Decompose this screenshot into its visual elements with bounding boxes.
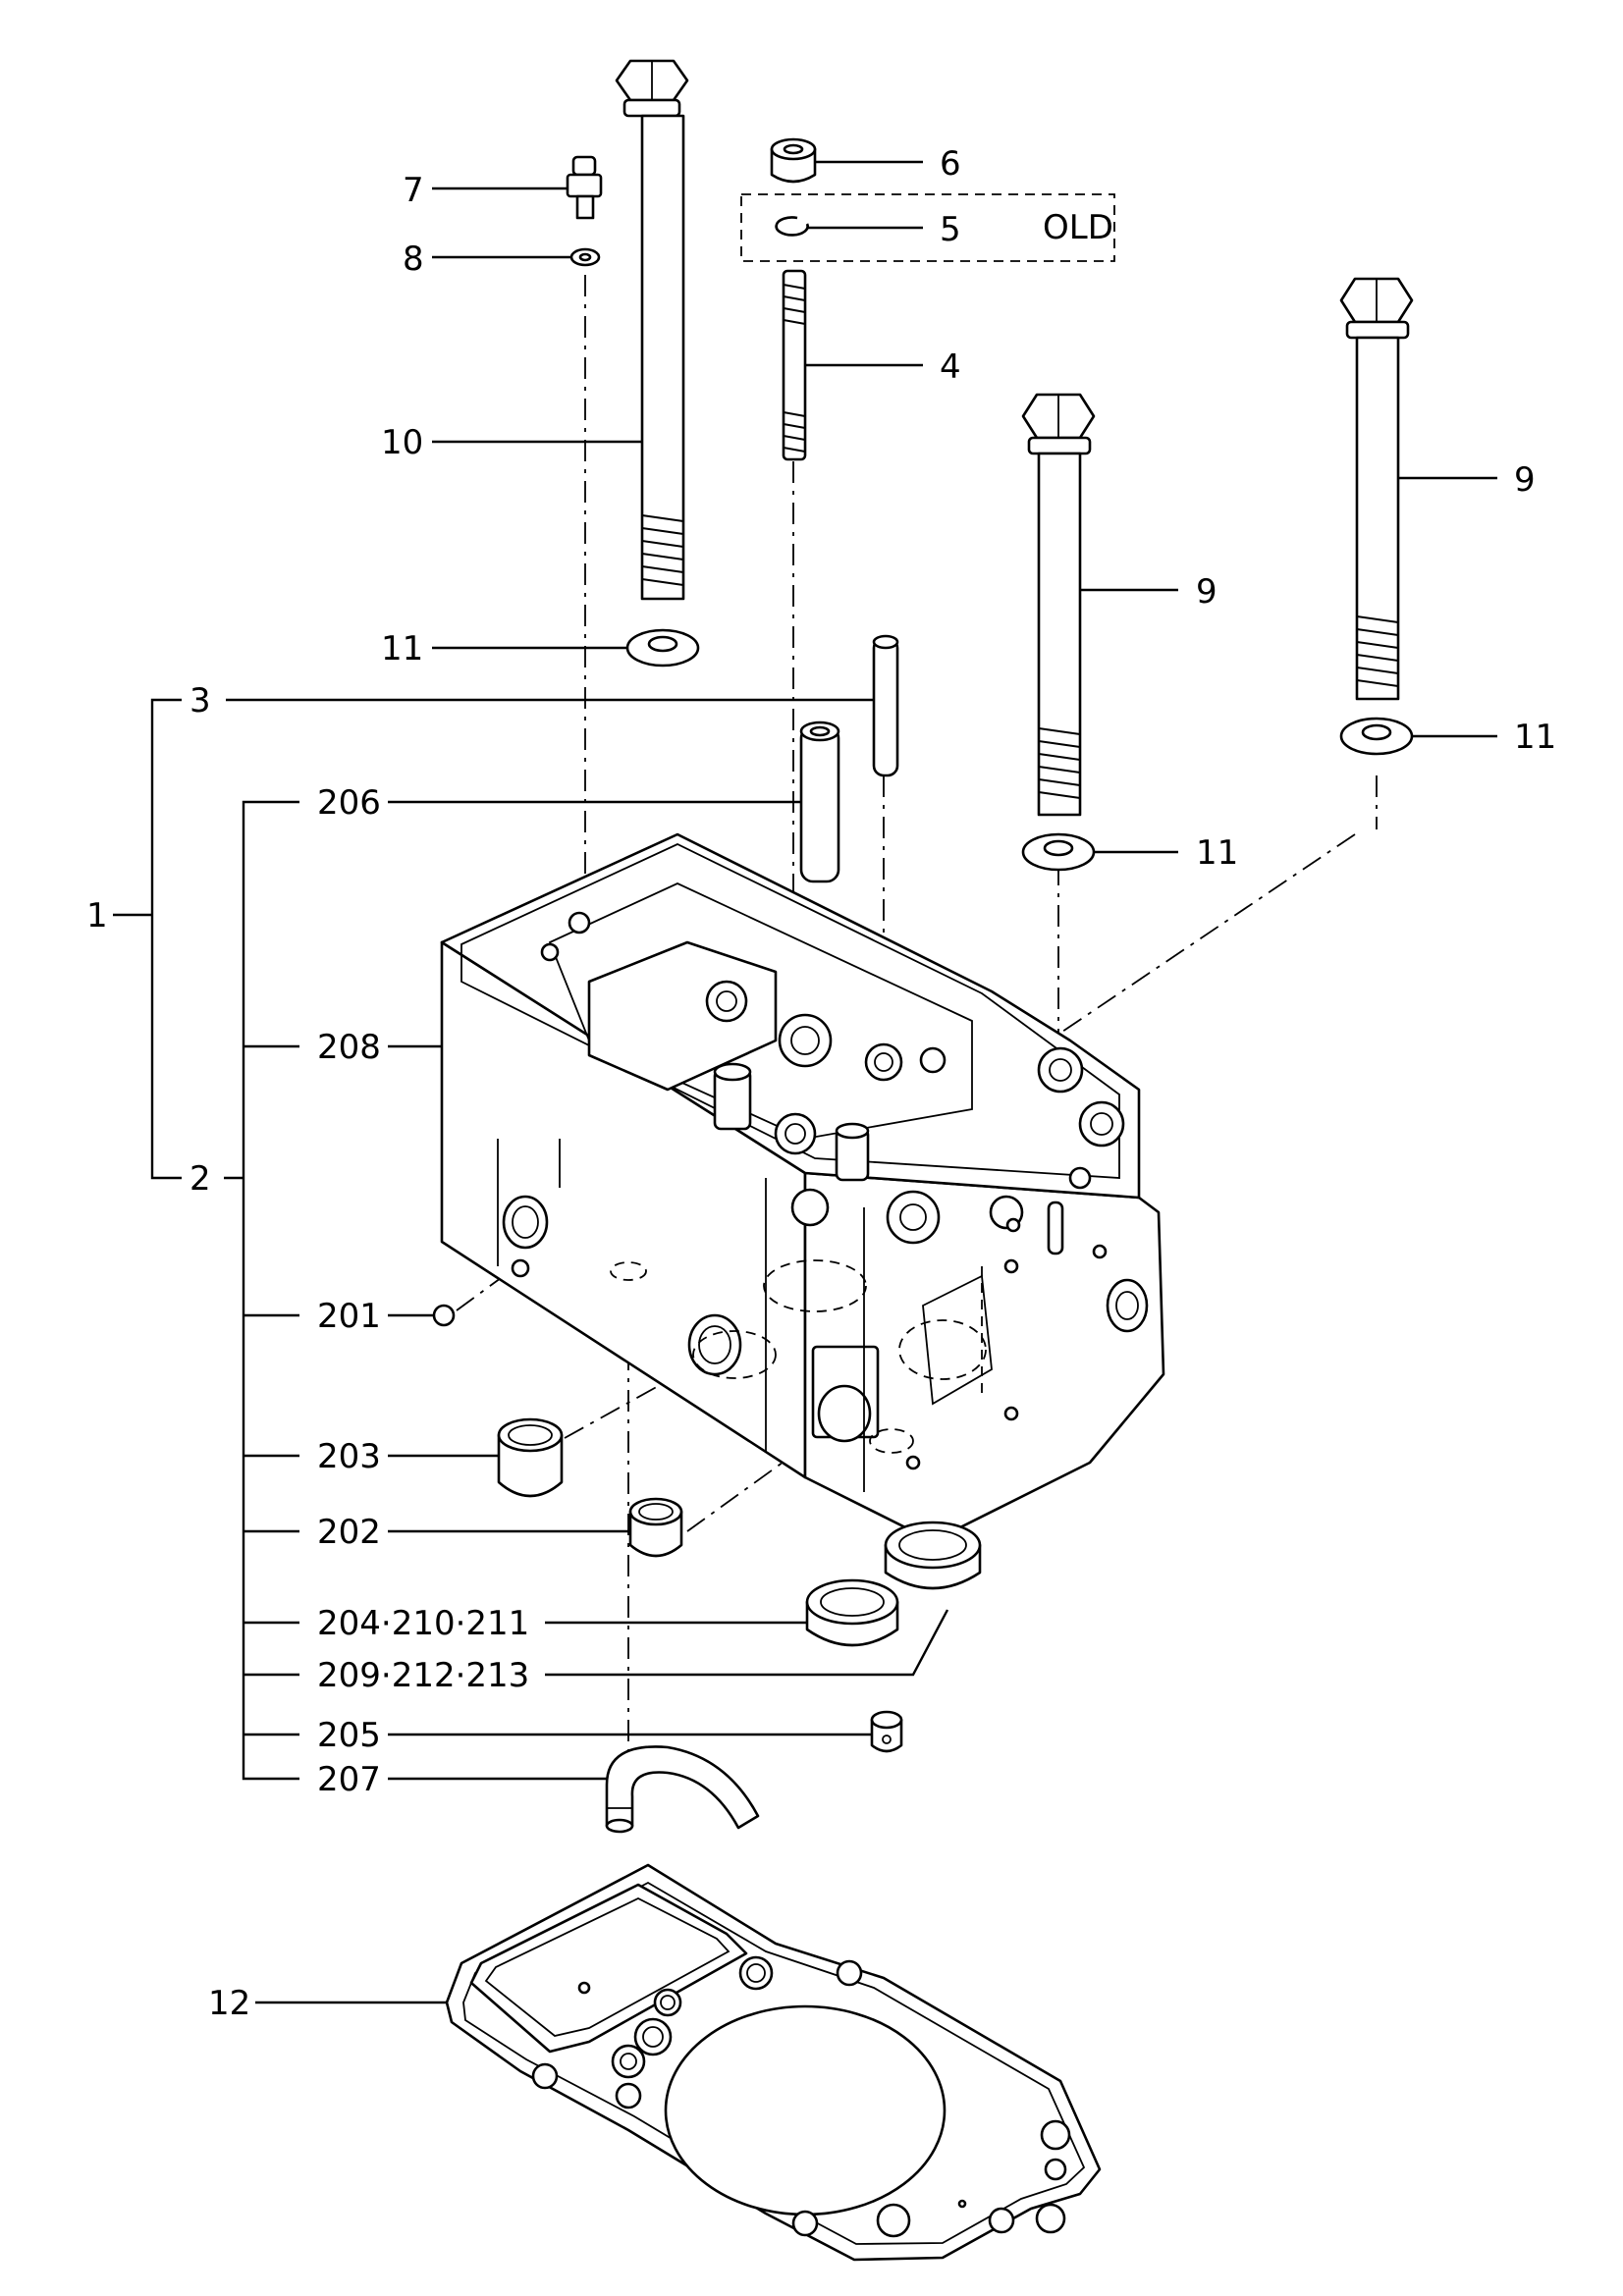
group-bracket-1 [113,698,182,1180]
washer-11-right [1339,717,1414,756]
sleeve-202 [628,1497,683,1558]
insert-205 [870,1710,903,1753]
label-206: 206 [317,783,381,823]
fitting-7 [566,155,603,220]
cylinder-head-208 [440,832,1165,1543]
label-3: 3 [189,681,211,721]
bolt-9-middle [1021,393,1096,817]
label-9-right: 9 [1514,460,1536,500]
label-11-right: 11 [1514,718,1556,757]
label-5: 5 [940,210,961,249]
label-208: 208 [317,1028,381,1067]
label-201: 201 [317,1297,381,1336]
label-4: 4 [940,347,961,387]
sleeve-206 [799,721,840,883]
stud-4 [782,269,807,461]
label-11-middle: 11 [1196,833,1238,873]
valve-seat-209 [884,1521,982,1590]
label-2: 2 [189,1159,211,1199]
pin-3 [872,634,899,777]
retaining-ring-5 [775,216,809,237]
label-11-left: 11 [381,629,423,668]
label-203: 203 [317,1437,381,1476]
label-209-212-213: 209·212·213 [317,1656,529,1695]
label-12: 12 [208,1984,250,2023]
valve-seat-204 [805,1578,899,1647]
leader-lines [226,160,1497,2004]
old-parts-box [740,193,1115,262]
label-205: 205 [317,1716,381,1755]
label-6: 6 [940,144,961,184]
label-8: 8 [403,240,424,279]
sleeve-203 [497,1417,564,1498]
washer-11-middle [1021,832,1096,872]
group-bracket-2 [224,800,299,1781]
plug-201 [432,1304,456,1327]
nut-6 [770,137,817,184]
label-1: 1 [86,896,108,935]
label-9-middle: 9 [1196,572,1217,612]
label-old: OLD [1043,208,1113,247]
label-7: 7 [403,171,424,210]
washer-11-left [625,628,700,667]
bolt-10 [615,59,689,601]
label-10: 10 [381,423,423,462]
label-207: 207 [317,1760,381,1799]
elbow-pipe-207 [605,1745,760,1834]
label-204-210-211: 204·210·211 [317,1604,529,1643]
bolt-9-right [1339,277,1414,701]
label-202: 202 [317,1513,381,1552]
head-gasket-12 [445,1863,1102,2262]
callout-labels: 7 8 10 11 6 5 OLD 4 9 9 11 11 3 1 2 206 … [86,144,1556,2023]
